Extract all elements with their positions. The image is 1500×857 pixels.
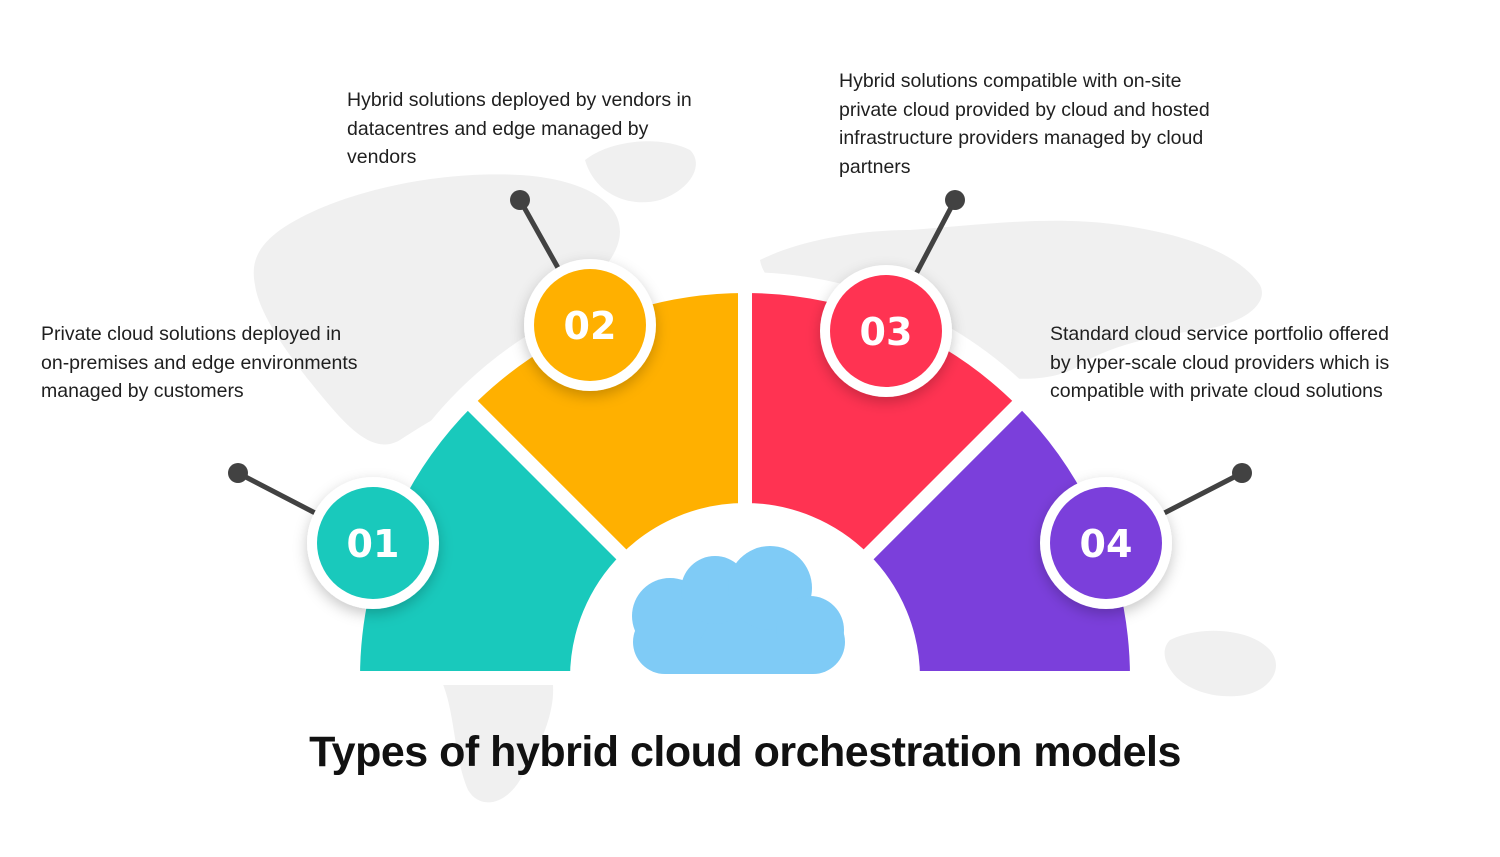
badge-circle <box>534 269 646 381</box>
model-4-badge: 04 <box>1040 463 1252 609</box>
model-2-badge: 02 <box>510 190 656 391</box>
model-2-number: 02 <box>564 304 617 348</box>
connector-dot <box>510 190 530 210</box>
connector-dot <box>1232 463 1252 483</box>
model-4-description: Standard cloud service portfolio offered… <box>1050 323 1390 402</box>
badge-circle <box>830 275 942 387</box>
page-title: Types of hybrid cloud orchestration mode… <box>309 728 1181 776</box>
model-3-number: 03 <box>860 310 913 354</box>
model-3-badge: 03 <box>820 190 965 397</box>
model-1-badge: 01 <box>228 463 439 609</box>
badge-circle <box>317 487 429 599</box>
segment-4 <box>853 390 1145 685</box>
model-4-number: 04 <box>1080 522 1133 566</box>
cloud-icon <box>632 546 845 674</box>
model-1-description: Private cloud solutions deployed in on-p… <box>41 323 358 402</box>
model-3-description: Hybrid solutions compatible with on-site… <box>839 70 1210 178</box>
connector-dot <box>945 190 965 210</box>
badge-circle <box>1050 487 1162 599</box>
badges-group: 01 02 03 04 <box>228 190 1252 609</box>
model-2-description: Hybrid solutions deployed by vendors in … <box>347 89 692 168</box>
model-1-number: 01 <box>347 522 400 566</box>
connector-dot <box>228 463 248 483</box>
